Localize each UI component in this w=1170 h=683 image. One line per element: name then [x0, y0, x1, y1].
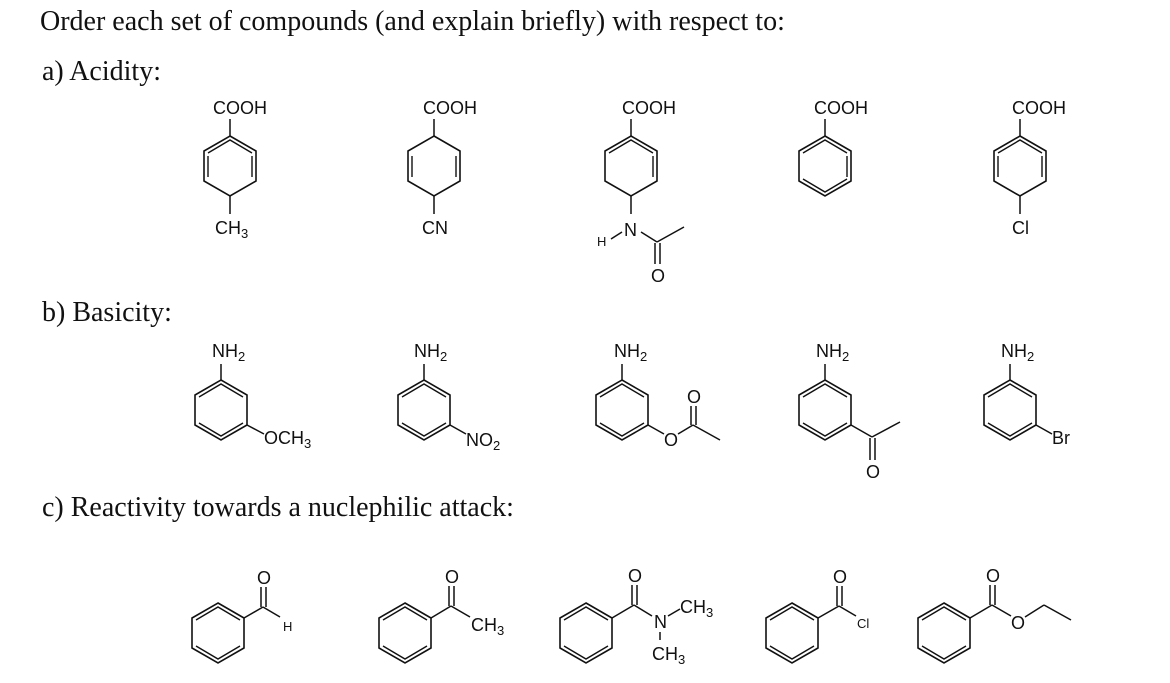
cooh-label: COOH — [622, 98, 676, 118]
compound-b4: NH2 O — [798, 341, 901, 482]
carbonyl-oxygen-label: O — [257, 568, 271, 588]
benzene-ring — [993, 135, 1047, 197]
hydrogen-label: H — [597, 234, 606, 249]
section-a-heading: a) Acidity: — [42, 56, 161, 87]
hydrogen-label: H — [283, 619, 292, 634]
cooh-label: COOH — [213, 98, 267, 118]
benzene-ring — [604, 135, 658, 197]
compound-a4: COOH — [798, 98, 868, 197]
benzene-ring — [798, 379, 852, 441]
compound-a5: COOH Cl — [993, 98, 1066, 238]
amine-label: NH2 — [414, 341, 447, 364]
cooh-label: COOH — [423, 98, 477, 118]
compound-c4: O Cl — [765, 567, 869, 664]
chloro-label: Cl — [1012, 218, 1029, 238]
section-b-heading: b) Basicity: — [42, 297, 172, 328]
amine-label: NH2 — [1001, 341, 1034, 364]
methyl-label: CH3 — [215, 218, 248, 241]
compound-b3: NH2 O O — [595, 341, 721, 450]
compound-b1: NH2 OCH3 — [194, 341, 311, 451]
compound-b5: NH2 Br — [983, 341, 1070, 448]
carbonyl-oxygen-label: O — [628, 566, 642, 586]
nitrogen-label: N — [654, 612, 667, 632]
carbonyl-oxygen-label: O — [833, 567, 847, 587]
benzene-ring — [407, 135, 461, 197]
benzene-ring — [559, 602, 613, 664]
cooh-label: COOH — [1012, 98, 1066, 118]
section-c-heading: c) Reactivity towards a nuclephilic atta… — [42, 492, 514, 523]
carbonyl-oxygen-label: O — [445, 567, 459, 587]
instruction-title: Order each set of compounds (and explain… — [40, 6, 785, 37]
methyl-label: CH3 — [471, 615, 504, 638]
benzene-ring — [798, 135, 852, 197]
compound-c2: O CH3 — [378, 567, 504, 664]
carbonyl-oxygen-label: O — [866, 462, 880, 482]
methyl-label-bottom: CH3 — [652, 644, 685, 667]
nitro-label: NO2 — [466, 430, 500, 453]
methyl-label-top: CH3 — [680, 597, 713, 620]
amine-label: NH2 — [816, 341, 849, 364]
benzene-ring — [203, 135, 257, 197]
nitrogen-label: N — [624, 220, 637, 240]
amine-label: NH2 — [614, 341, 647, 364]
benzene-ring — [194, 379, 248, 441]
cooh-label: COOH — [814, 98, 868, 118]
benzene-ring — [917, 602, 971, 664]
oxygen-label: O — [651, 266, 665, 286]
compound-a2: COOH CN — [407, 98, 477, 238]
carbonyl-oxygen-label: O — [986, 566, 1000, 586]
benzene-ring — [378, 602, 432, 664]
compound-c3: O N CH3 CH3 — [559, 566, 713, 667]
bromo-label: Br — [1052, 428, 1070, 448]
chloro-label: Cl — [857, 616, 869, 631]
methoxy-label: OCH3 — [264, 428, 311, 451]
benzene-ring — [397, 379, 451, 441]
benzene-ring — [765, 602, 819, 664]
compound-a3: COOH N H O — [597, 98, 685, 286]
carbonyl-oxygen-label: O — [687, 387, 701, 407]
ester-oxygen-label: O — [664, 430, 678, 450]
benzene-ring — [191, 602, 245, 664]
compound-c5: O O — [917, 566, 1072, 664]
compound-b2: NH2 NO2 — [397, 341, 500, 453]
benzene-ring — [595, 379, 649, 441]
ester-oxygen-label: O — [1011, 613, 1025, 633]
amine-label: NH2 — [212, 341, 245, 364]
benzene-ring — [983, 379, 1037, 441]
cyano-label: CN — [422, 218, 448, 238]
compound-a1: COOH CH3 — [203, 98, 267, 241]
compound-c1: O H — [191, 568, 292, 664]
